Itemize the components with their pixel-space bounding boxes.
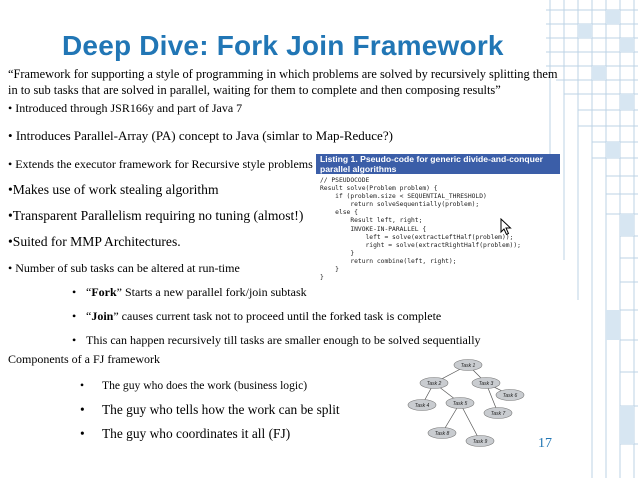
- component-text: The guy who coordinates it all (FJ): [102, 426, 291, 441]
- bullet-text: Number of sub tasks can be altered at ru…: [15, 261, 240, 275]
- fork-term: Fork: [91, 285, 117, 299]
- sub-bullet-fork: •“Fork” Starts a new parallel fork/join …: [72, 285, 307, 299]
- fork-description: Starts a new parallel fork/join subtask: [122, 285, 307, 299]
- bullet-text: Introduced through JSR166y and part of J…: [15, 101, 243, 115]
- bullet-text: Extends the executor framework for Recur…: [15, 157, 313, 171]
- task-label: Task 9: [473, 439, 488, 445]
- task-label: Task 1: [461, 363, 476, 369]
- components-heading: Components of a FJ framework: [8, 352, 160, 366]
- component-text: The guy who does the work (business logi…: [102, 379, 308, 392]
- bullet-marker: •: [8, 128, 13, 143]
- task-tree-diagram: Task 1 Task 2 Task 3 Task 4 Task 5 Task …: [400, 357, 540, 457]
- listing-caption: Listing 1. Pseudo-code for generic divid…: [316, 154, 560, 174]
- task-label: Task 7: [491, 411, 506, 417]
- join-term: Join: [91, 309, 114, 323]
- bullet-text: Introduces Parallel-Array (PA) concept t…: [15, 128, 393, 143]
- task-label: Task 5: [453, 401, 468, 407]
- pseudocode-listing: Listing 1. Pseudo-code for generic divid…: [316, 154, 560, 290]
- task-node: [471, 377, 501, 389]
- sub-bullet-join: •“Join” causes current task not to proce…: [72, 309, 442, 323]
- bullet-jsr166y: • Introduced through JSR166y and part of…: [8, 100, 242, 116]
- bullet-marker: •: [80, 379, 85, 392]
- bullet-work-stealing: •Makes use of work stealing algorithm: [8, 182, 219, 198]
- framework-definition-quote: “Framework for supporting a style of pro…: [8, 67, 558, 97]
- task-node: [445, 397, 475, 409]
- task-label: Task 3: [479, 381, 494, 387]
- bullet-marker: •: [8, 182, 13, 197]
- sub-bullet-recursion: • This can happen recursively till tasks …: [72, 332, 481, 348]
- bullet-marker: •: [8, 101, 13, 115]
- task-label: Task 2: [427, 381, 442, 387]
- bullet-marker: •: [80, 402, 85, 417]
- task-label: Task 8: [435, 431, 450, 437]
- task-label: Task 4: [415, 403, 430, 409]
- join-description: causes current task not to proceed until…: [118, 309, 442, 323]
- task-label: Task 6: [503, 393, 518, 399]
- bullet-mmp: •Suited for MMP Architectures.: [8, 234, 181, 250]
- component-worker: • The guy who does the work (business log…: [80, 378, 307, 394]
- task-node: [483, 407, 513, 419]
- bullet-text: Makes use of work stealing algorithm: [12, 182, 219, 197]
- component-splitter: • The guy who tells how the work can be s…: [80, 402, 340, 418]
- task-node: [419, 377, 449, 389]
- bullet-marker: •: [80, 426, 85, 441]
- page-number: 17: [538, 436, 552, 451]
- slide-title: Deep Dive: Fork Join Framework: [62, 30, 504, 61]
- task-node: [427, 427, 457, 439]
- listing-code: // PSEUDOCODE Result solve(Problem probl…: [320, 177, 521, 282]
- task-node: [407, 399, 437, 411]
- component-coordinator: • The guy who coordinates it all (FJ): [80, 426, 290, 442]
- bullet-text: Suited for MMP Architectures.: [12, 234, 181, 249]
- component-text: The guy who tells how the work can be sp…: [102, 402, 340, 417]
- task-node: [495, 389, 525, 401]
- bullet-marker: •: [72, 285, 77, 299]
- task-node: [465, 435, 495, 447]
- bullet-subtasks-runtime: • Number of sub tasks can be altered at …: [8, 260, 240, 276]
- bullet-marker: •: [8, 208, 13, 223]
- bullet-marker: •: [8, 234, 13, 249]
- bullet-text: Transparent Parallelism requiring no tun…: [12, 208, 304, 223]
- bullet-parallel-array: • Introduces Parallel-Array (PA) concept…: [8, 128, 393, 144]
- bullet-marker: •: [8, 261, 13, 275]
- bullet-marker: •: [72, 333, 77, 347]
- bullet-marker: •: [72, 309, 77, 323]
- task-node: [453, 359, 483, 371]
- bullet-executor: • Extends the executor framework for Rec…: [8, 156, 313, 172]
- recursion-text: This can happen recursively till tasks a…: [86, 333, 481, 347]
- bullet-marker: •: [8, 157, 13, 171]
- bullet-transparent-parallelism: •Transparent Parallelism requiring no tu…: [8, 208, 303, 224]
- mouse-cursor-icon: [500, 217, 512, 241]
